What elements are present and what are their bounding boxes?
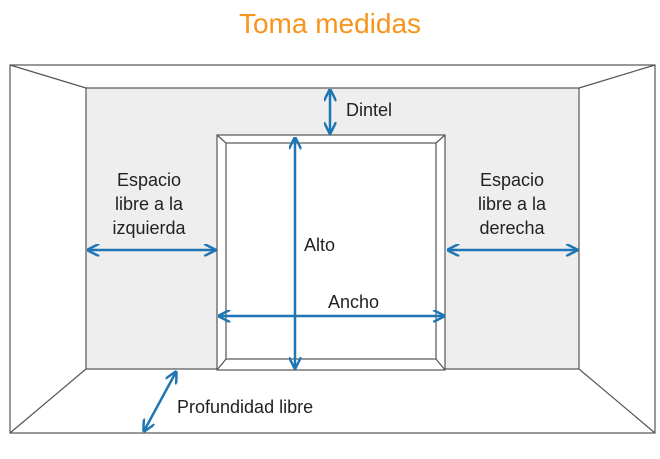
corner-line-top-right <box>578 64 656 89</box>
window-pane <box>225 142 437 360</box>
corner-line-top-left <box>9 64 87 89</box>
svg-text:Espacio: Espacio <box>117 170 181 190</box>
svg-text:izquierda: izquierda <box>112 218 186 238</box>
depth-arrow <box>144 372 176 431</box>
left-space-label: Espacio libre a la izquierda <box>112 170 186 238</box>
outer-frame <box>9 64 656 434</box>
window <box>216 134 446 371</box>
svg-text:derecha: derecha <box>479 218 545 238</box>
dintel-label: Dintel <box>346 100 392 120</box>
depth-label: Profundidad libre <box>177 397 313 417</box>
right-space-label: Espacio libre a la derecha <box>478 170 547 238</box>
ancho-label: Ancho <box>328 292 379 312</box>
svg-text:Espacio: Espacio <box>480 170 544 190</box>
svg-text:libre a la: libre a la <box>115 194 184 214</box>
svg-text:libre a la: libre a la <box>478 194 547 214</box>
corner-line-bottom-right <box>578 368 656 434</box>
alto-label: Alto <box>304 235 335 255</box>
diagram-title: Toma medidas <box>238 8 422 39</box>
corner-line-bottom-left <box>9 368 87 434</box>
